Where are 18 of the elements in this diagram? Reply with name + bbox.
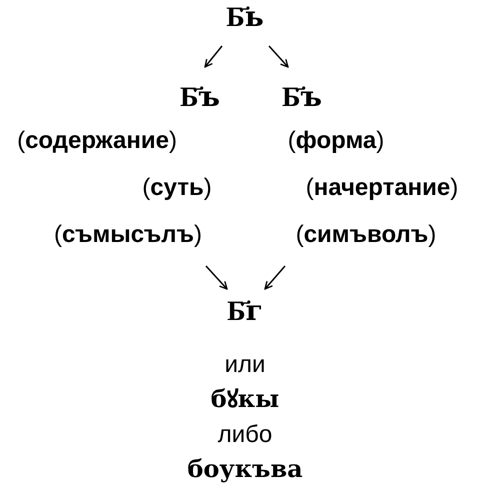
heading-glyph: Б҃ъ [180, 82, 220, 113]
heading-glyph: Б҃ъ [282, 82, 322, 113]
arrow [268, 46, 289, 68]
label-text: (форма) [288, 128, 384, 154]
word-text: боукъва [187, 456, 303, 482]
label-text: либо [218, 422, 272, 448]
label-text: (начертание) [306, 175, 458, 202]
label-text: или [224, 352, 266, 378]
label-text: (симъволъ) [296, 222, 436, 248]
arrow [264, 266, 286, 290]
word-text: бꙋкы [210, 386, 280, 412]
heading-glyph: Б҃г [227, 296, 263, 327]
label-text: (суть) [142, 175, 212, 202]
heading-glyph: Б҃ь [226, 2, 264, 33]
label-text: (содержание) [17, 128, 177, 154]
arrow [205, 266, 228, 290]
arrow [204, 46, 223, 68]
label-text: (съмысълъ) [54, 222, 202, 248]
